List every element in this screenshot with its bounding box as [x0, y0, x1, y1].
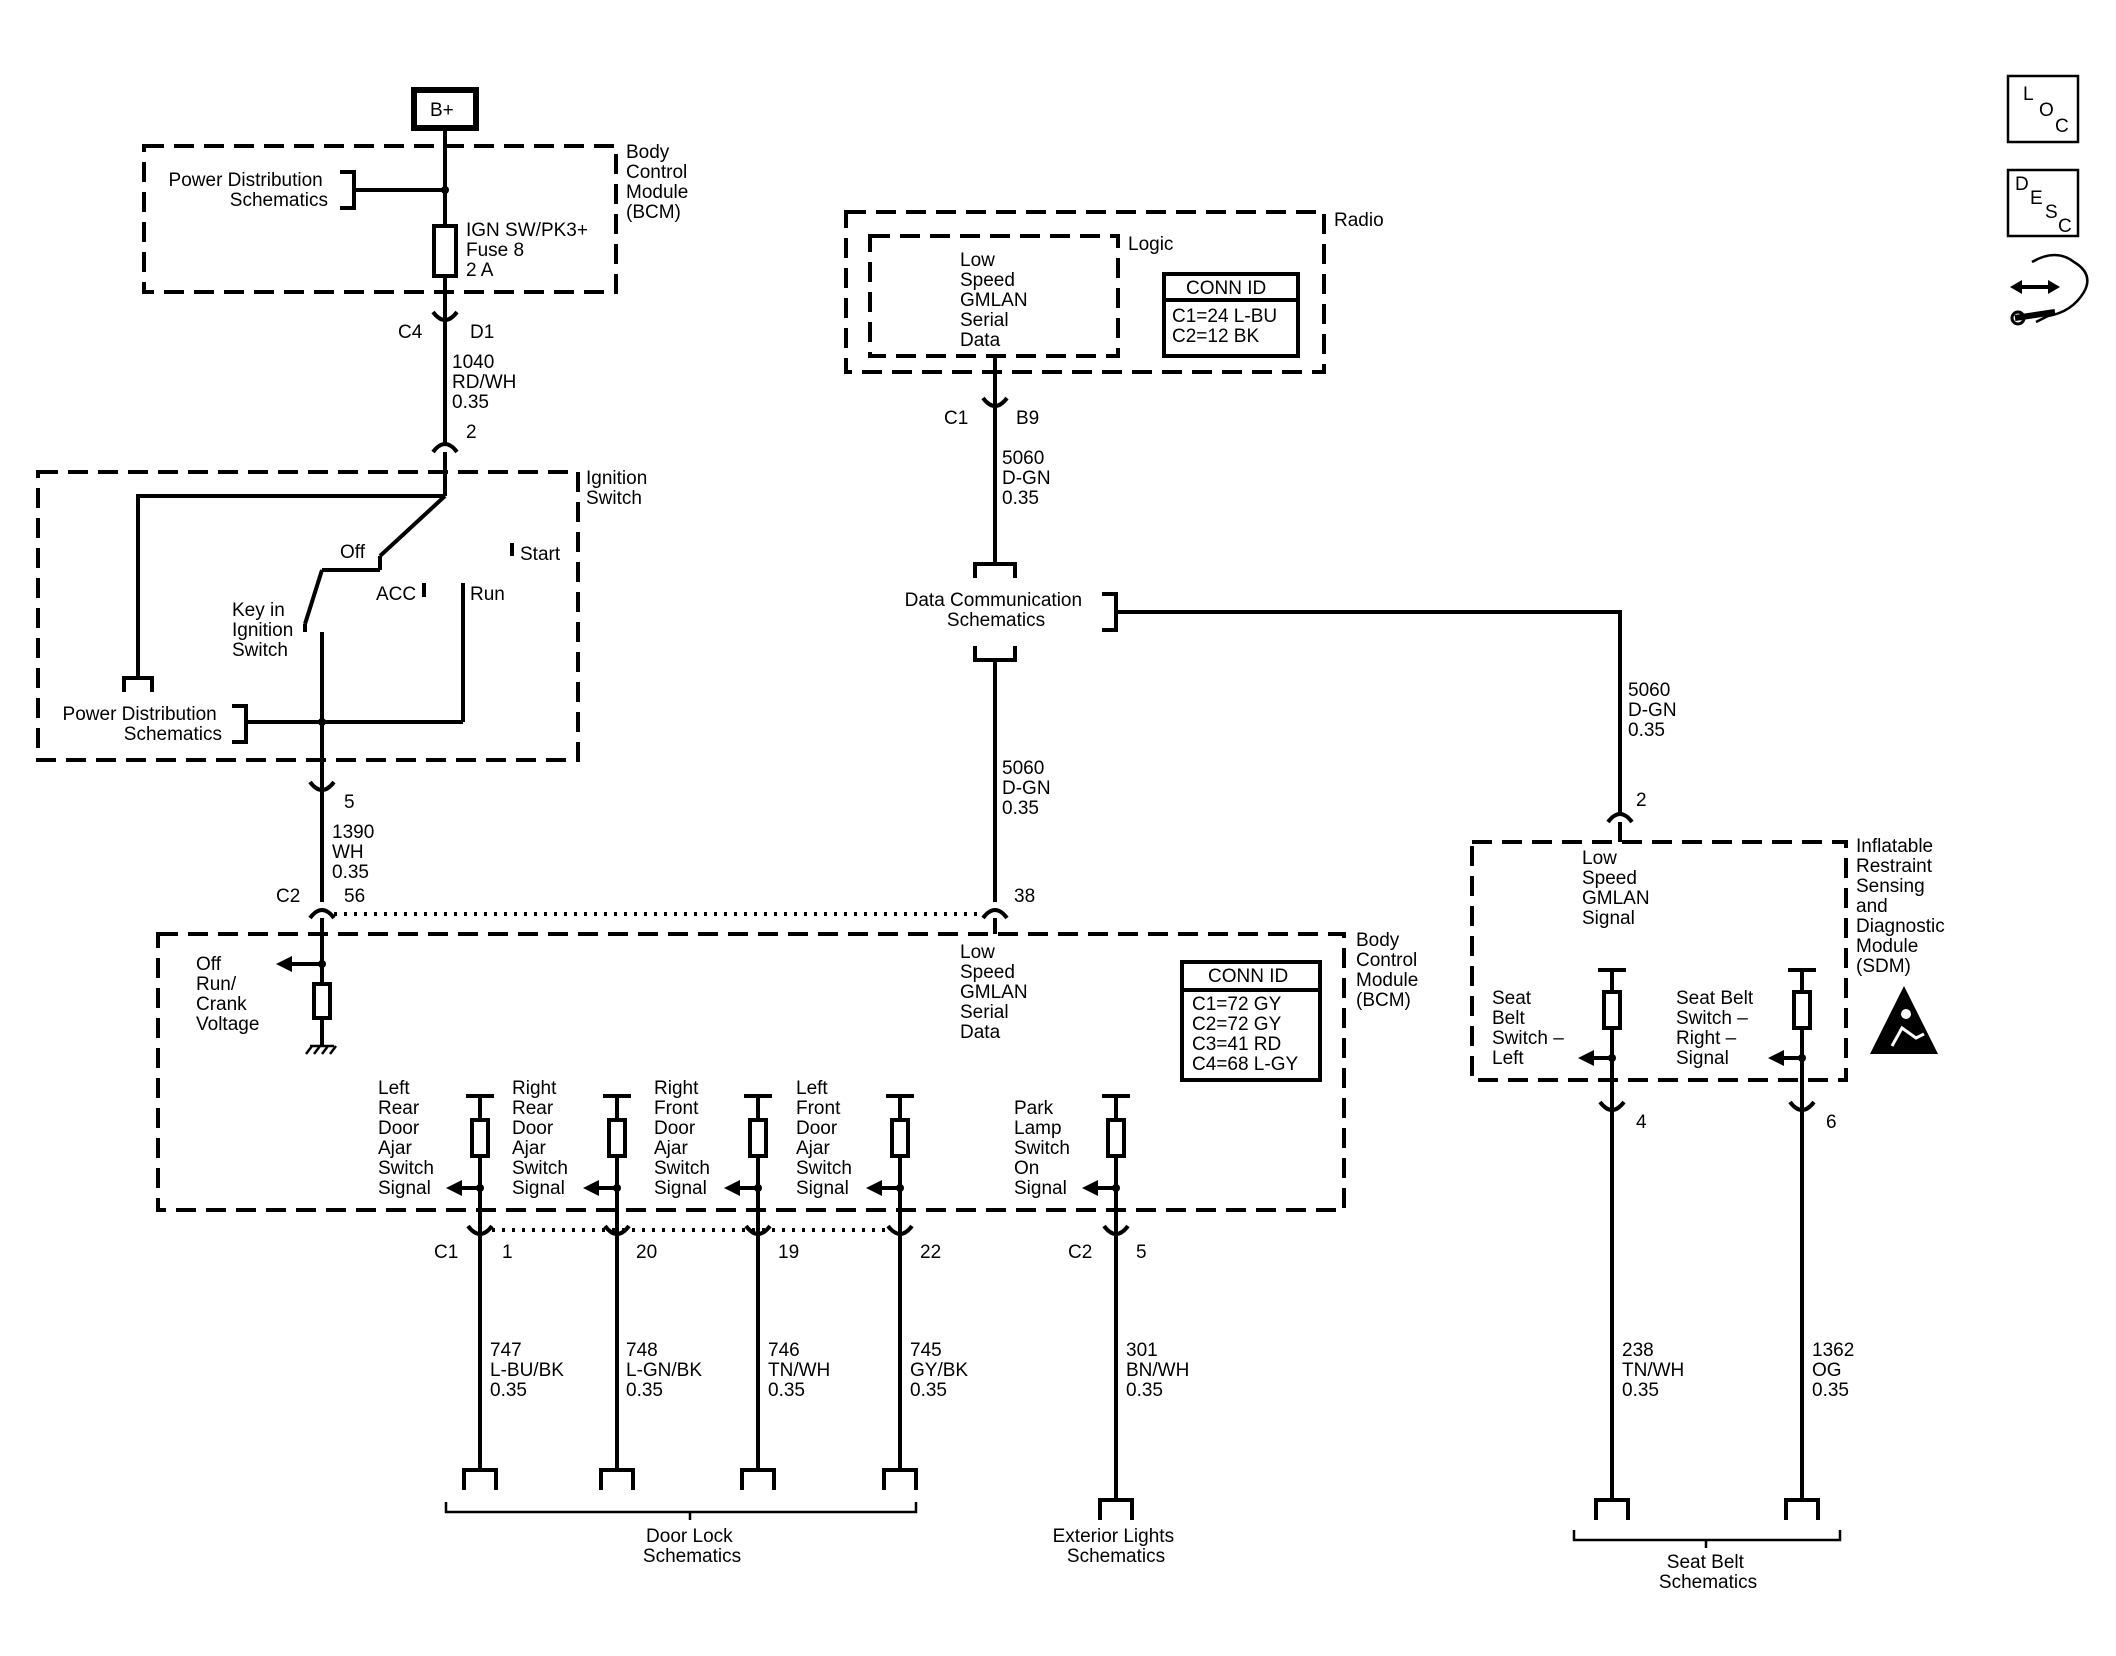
bcm-conn-row: C2=72 GY [1192, 1014, 1282, 1035]
radio-conn-c1-label: C1 [944, 408, 968, 429]
loc-icon-letter: O [2039, 100, 2054, 121]
radio-conn-id-table: CONN ID C1=24 L-BU C2=12 BK [1162, 272, 1300, 358]
ignition-switch-title: Ignition Switch [586, 468, 653, 509]
radio-title: Radio [1334, 210, 1384, 231]
seat-belt-left-circuit [1578, 968, 1626, 1102]
sdm-pin-4-label: 4 [1636, 1112, 1647, 1133]
seat-belt-right-label: Seat Belt Switch – Right – Signal [1676, 988, 1758, 1069]
b-plus-source: B+ [411, 87, 479, 131]
sdm-pin-6-label: 6 [1826, 1112, 1837, 1133]
repair-icon[interactable] [2010, 253, 2089, 326]
bcm-pin-label: 19 [778, 1242, 799, 1263]
desc-icon-letter: D [2015, 174, 2029, 195]
seat-belt-schematics-ref: Seat Belt Schematics [1659, 1552, 1757, 1593]
wire-746-label: 746 TN/WH 0.35 [768, 1340, 836, 1401]
door-switch-lr-circuit [446, 1094, 494, 1240]
power-distribution-ref-top: Power Distribution Schematics [169, 170, 328, 211]
desc-icon-letter: S [2045, 202, 2058, 223]
bcm-pin-56-label: 56 [344, 886, 365, 907]
bcm-conn-row: C4=68 L-GY [1192, 1054, 1298, 1075]
wire-5060-radio-label: 5060 D-GN 0.35 [1002, 448, 1056, 509]
sdm-title: Inflatable Restraint Sensing and Diagnos… [1856, 836, 1950, 977]
exterior-lights-schematics-ref: Exterior Lights Schematics [1053, 1526, 1180, 1567]
ign-start-label: Start [520, 544, 561, 565]
ign-pin-5-label: 5 [344, 792, 355, 813]
radio-gmlan-label: Low Speed GMLAN Serial Data [960, 250, 1033, 351]
bcm-conn-header: CONN ID [1208, 966, 1288, 987]
wire-745-label: 745 GY/BK 0.35 [910, 1340, 973, 1401]
ign-off-label: Off [340, 542, 366, 563]
desc-icon[interactable]: D E S C [2006, 168, 2080, 238]
bcm-gmlan-label: Low Speed GMLAN Serial Data [960, 942, 1033, 1043]
right-rear-door-switch-label: Right Rear Door Ajar Switch Signal [512, 1078, 573, 1199]
park-lamp-switch-label: Park Lamp Switch On Signal [1014, 1098, 1075, 1199]
radio-conn-row: C2=12 BK [1172, 326, 1259, 347]
wire-301-label: 301 BN/WH 0.35 [1126, 1340, 1195, 1401]
bcm-main-title: Body Control Module (BCM) [1356, 930, 1424, 1011]
wire-1390-label: 1390 WH 0.35 [332, 822, 380, 883]
bcm-conn-c1-bottom-label: C1 [434, 1242, 458, 1263]
power-distribution-ref-ign: Power Distribution Schematics [63, 704, 222, 745]
door-switch-rf-circuit [724, 1094, 772, 1240]
door-lock-schematics-ref: Door Lock Schematics [643, 1526, 741, 1567]
ignition-switch-box [36, 470, 580, 762]
sdm-gmlan-label: Low Speed GMLAN Signal [1582, 848, 1655, 929]
bcm-conn-c2-label: C2 [276, 886, 300, 907]
ign-acc-label: ACC [376, 584, 416, 605]
radio-box [844, 210, 1326, 374]
sdm-pin-2-label: 2 [1636, 790, 1647, 811]
bcm-pin-38-label: 38 [1014, 886, 1035, 907]
bcm-pin-label: 22 [920, 1242, 941, 1263]
bcm-conn-row: C1=72 GY [1192, 994, 1282, 1015]
wire-1040-label: 1040 RD/WH 0.35 [452, 352, 522, 413]
bcm-top-box [142, 144, 618, 294]
loc-icon[interactable]: L O C [2006, 74, 2080, 144]
left-rear-door-switch-label: Left Rear Door Ajar Switch Signal [378, 1078, 439, 1199]
radio-conn-row: C1=24 L-BU [1172, 306, 1277, 327]
wire-238-label: 238 TN/WH 0.35 [1622, 1340, 1690, 1401]
radio-pin-b9-label: B9 [1016, 408, 1039, 429]
wire-5060-mid-label: 5060 D-GN 0.35 [1002, 758, 1056, 819]
ign-run-label: Run [470, 584, 505, 605]
conn-c4-label: C4 [398, 322, 423, 343]
bcm-pin-label: 1 [502, 1242, 513, 1263]
pin-d1-label: D1 [470, 322, 494, 343]
wire-747-label: 747 L-BU/BK 0.35 [490, 1340, 569, 1401]
bcm-conn-c2-bottom-label: C2 [1068, 1242, 1092, 1263]
desc-icon-letter: E [2030, 188, 2043, 209]
key-in-ignition-label: Key in Ignition Switch [232, 600, 299, 661]
loc-icon-letter: C [2055, 116, 2069, 137]
wire-748-label: 748 L-GN/BK 0.35 [626, 1340, 707, 1401]
airbag-warning-icon [1870, 986, 1938, 1054]
bcm-pin-label: 20 [636, 1242, 657, 1263]
seat-belt-left-label: Seat Belt Switch – Left [1492, 988, 1569, 1069]
fuse-symbol [432, 224, 458, 278]
sdm-box [1470, 840, 1848, 1082]
off-run-crank-label: Off Run/ Crank Voltage [196, 954, 259, 1035]
bcm-conn-id-table: CONN ID C1=72 GY C2=72 GY C3=41 RD C4=68… [1180, 960, 1322, 1082]
bcm-conn-row: C3=41 RD [1192, 1034, 1281, 1055]
left-front-door-switch-label: Left Front Door Ajar Switch Signal [796, 1078, 857, 1199]
loc-icon-letter: L [2023, 84, 2034, 105]
fuse-label: IGN SW/PK3+ Fuse 8 2 A [466, 220, 593, 281]
right-front-door-switch-label: Right Front Door Ajar Switch Signal [654, 1078, 715, 1199]
wire-1362-label: 1362 OG 0.35 [1812, 1340, 1860, 1401]
ign-pin-2-label: 2 [466, 422, 477, 443]
bcm-top-title: Body Control Module (BCM) [626, 142, 694, 223]
desc-icon-letter: C [2058, 216, 2072, 237]
park-lamp-switch-circuit [1082, 1094, 1130, 1240]
seat-belt-right-circuit [1768, 968, 1816, 1102]
bcm-main-box [156, 932, 1346, 1212]
wire-5060-right-label: 5060 D-GN 0.35 [1628, 680, 1682, 741]
bcm-pin-label: 5 [1136, 1242, 1147, 1263]
radio-logic-label: Logic [1128, 234, 1173, 255]
radio-conn-header: CONN ID [1186, 278, 1266, 299]
b-plus-label: B+ [430, 100, 454, 121]
door-switch-lf-circuit [866, 1094, 914, 1240]
door-switch-rr-circuit [583, 1094, 631, 1240]
data-communication-ref: Data Communication Schematics [905, 590, 1088, 631]
